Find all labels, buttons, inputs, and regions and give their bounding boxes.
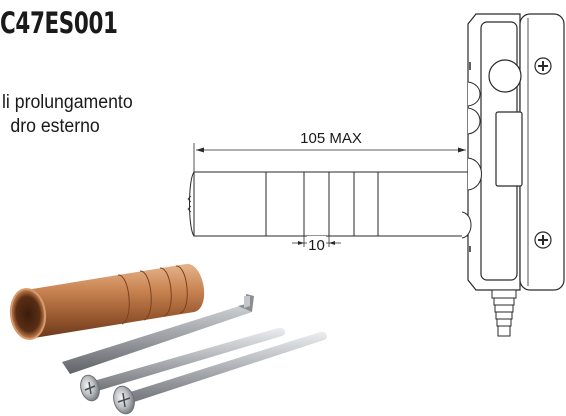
description-line-1: li prolungamento <box>2 92 133 113</box>
extension-tube-outline <box>187 171 469 237</box>
product-code: C47ES001 <box>0 6 118 40</box>
description-line-2: dro esterno <box>10 116 100 137</box>
copper-tube-render <box>9 263 205 340</box>
cable-gland <box>491 289 517 337</box>
length-dimension: 105 MAX <box>193 130 469 172</box>
length-dimension-label: 105 MAX <box>300 130 362 147</box>
screw-render <box>80 327 327 415</box>
pitch-dimension-label: 10 <box>308 237 325 254</box>
product-description: li prolungamento dro esterno <box>2 91 142 139</box>
pitch-dimension: 10 <box>292 236 341 254</box>
flat-bar-render <box>62 294 254 374</box>
control-box <box>461 13 565 291</box>
screw-icon <box>538 61 548 245</box>
